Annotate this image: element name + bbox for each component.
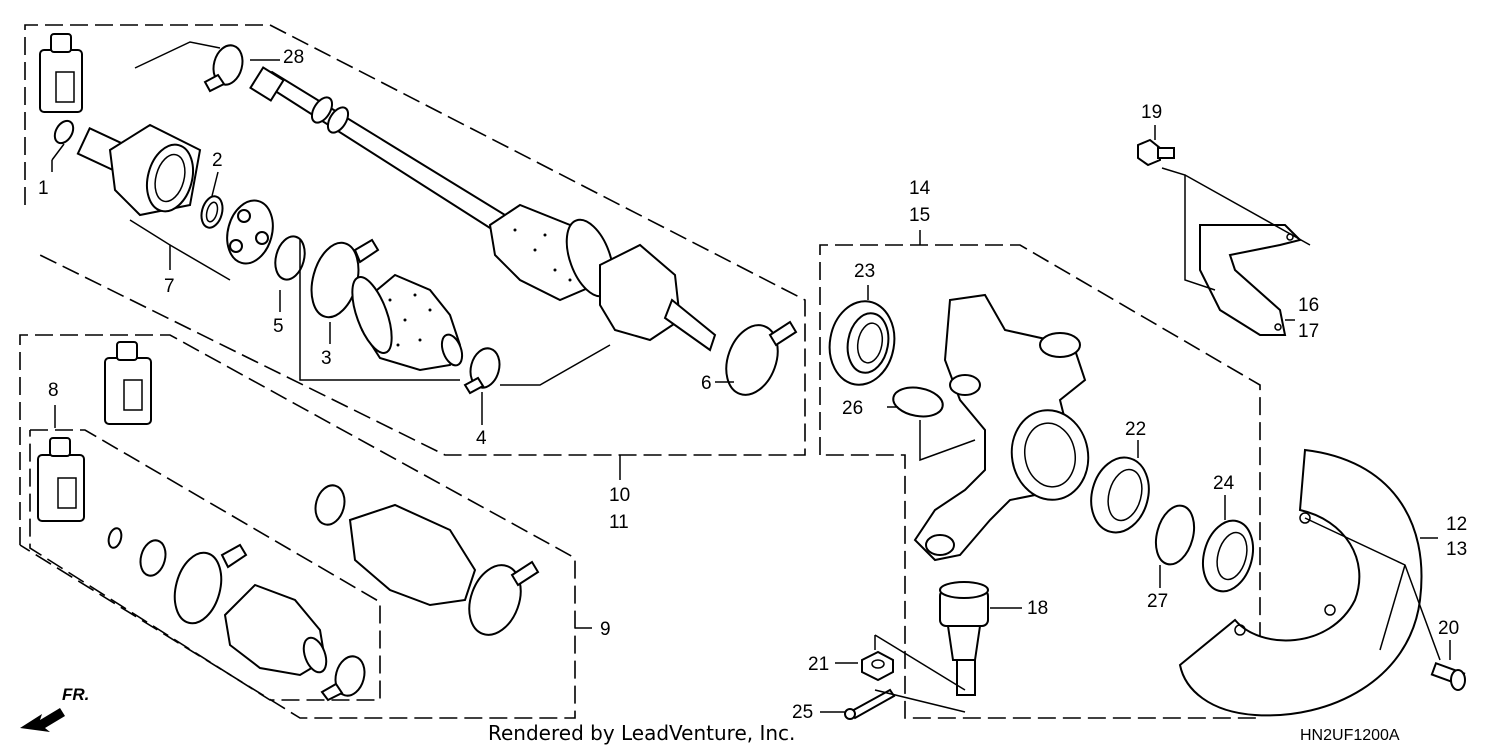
- part-label-15[interactable]: 15: [909, 205, 930, 226]
- part-label-26[interactable]: 26: [842, 398, 863, 419]
- front-arrow-icon: [20, 708, 65, 732]
- grease-bottle-top: [39, 33, 83, 113]
- part-label-2[interactable]: 2: [212, 150, 223, 171]
- front-direction-label: FR.: [62, 685, 89, 704]
- front-direction-indicator: FR.: [20, 685, 89, 732]
- clip-5: [274, 235, 306, 281]
- lower-inner-parts: [107, 527, 366, 702]
- part-label-16[interactable]: 16: [1298, 295, 1319, 316]
- leader-lines: [51, 41, 1451, 713]
- snap-ring-27: [1154, 504, 1196, 566]
- part-label-11[interactable]: 11: [609, 512, 629, 533]
- brake-disc-guard: [1178, 448, 1423, 717]
- part-label-25[interactable]: 25: [792, 702, 813, 723]
- watermark-text: Rendered by LeadVenture, Inc.: [488, 721, 795, 745]
- part-label-10[interactable]: 10: [609, 485, 630, 506]
- part-label-12[interactable]: 12: [1446, 514, 1467, 535]
- bearing-22: [1090, 456, 1150, 534]
- part-label-19[interactable]: 19: [1141, 102, 1162, 123]
- part-label-14[interactable]: 14: [909, 178, 931, 199]
- drawing-code: HN2UF1200A: [1300, 727, 1400, 744]
- ring-2: [200, 195, 224, 229]
- part-label-13[interactable]: 13: [1446, 539, 1467, 560]
- drive-shaft: [249, 66, 717, 352]
- part-label-7[interactable]: 7: [164, 276, 175, 297]
- bolt-19: [1137, 138, 1175, 167]
- part-label-6[interactable]: 6: [701, 373, 712, 394]
- part-label-1[interactable]: 1: [38, 178, 49, 199]
- part-label-17[interactable]: 17: [1298, 321, 1319, 342]
- castle-nut-21: [861, 650, 894, 682]
- bracket-16-17: [1199, 224, 1302, 336]
- boot-band-3: [310, 238, 380, 319]
- part-label-4[interactable]: 4: [476, 428, 487, 449]
- part-label-9[interactable]: 9: [600, 619, 611, 640]
- circlip-1: [51, 119, 75, 161]
- snap-ring-26: [892, 386, 944, 418]
- part-label-3[interactable]: 3: [321, 348, 332, 369]
- bolt-20: [1430, 661, 1466, 691]
- part-label-28[interactable]: 28: [283, 47, 304, 68]
- part-label-21[interactable]: 21: [808, 654, 829, 675]
- clip-28: [203, 44, 244, 93]
- part-number-labels: 1 2 3 4 5 6 7 8 9 10 11 12 13 14 15 16 1…: [38, 47, 1467, 723]
- part-label-27[interactable]: 27: [1147, 591, 1168, 612]
- steering-knuckle: [913, 293, 1090, 562]
- group-outlines: [19, 24, 1261, 719]
- grease-bottle-middle: [104, 341, 152, 425]
- lower-outer-parts: [314, 484, 540, 636]
- seal-24: [1202, 519, 1254, 593]
- part-label-23[interactable]: 23: [854, 261, 875, 282]
- part-label-18[interactable]: 18: [1027, 598, 1048, 619]
- cotter-pin-25: [844, 688, 896, 720]
- bearing-23: [828, 300, 896, 386]
- grease-bottle-lower: [37, 437, 85, 522]
- part-label-24[interactable]: 24: [1213, 473, 1235, 494]
- bearing-cage: [226, 199, 274, 265]
- part-label-22[interactable]: 22: [1125, 419, 1146, 440]
- part-label-8[interactable]: 8: [48, 380, 59, 401]
- part-label-20[interactable]: 20: [1438, 618, 1459, 639]
- outer-boot: [351, 273, 464, 372]
- part-label-5[interactable]: 5: [273, 316, 284, 337]
- ball-joint-18: [939, 581, 989, 696]
- outer-cv-joint: [76, 123, 202, 217]
- boot-band-6: [725, 320, 798, 396]
- small-band-4: [463, 347, 501, 395]
